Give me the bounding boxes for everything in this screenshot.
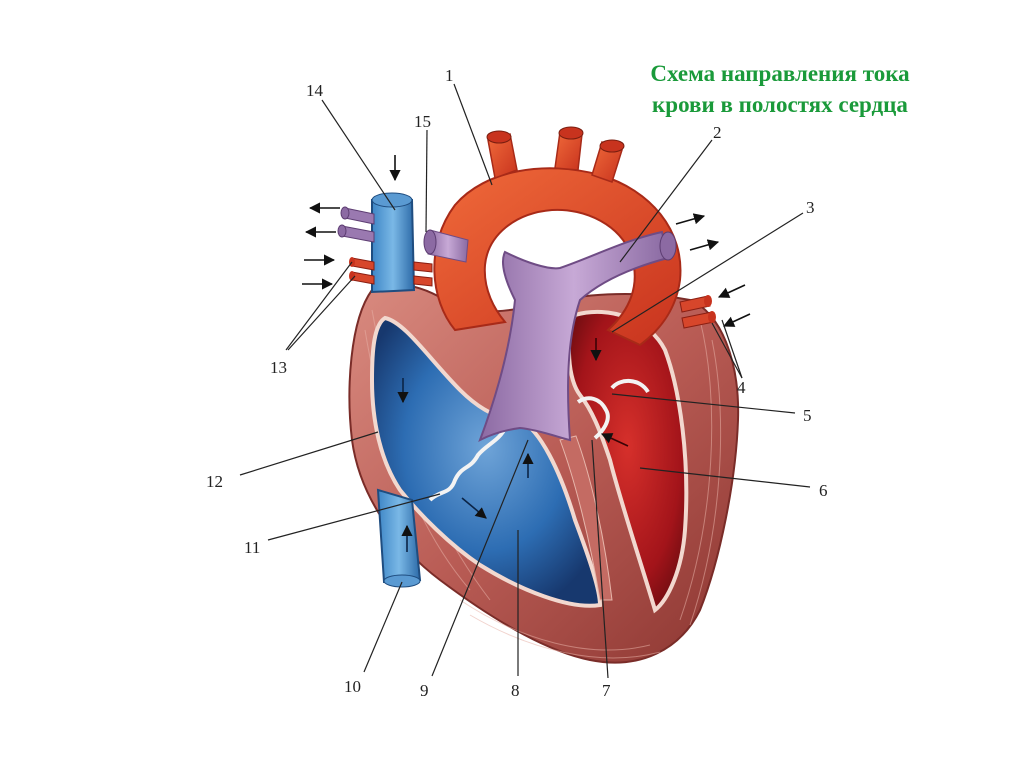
pulmonary-left-opening: [423, 229, 437, 255]
aorta-branch-2-opening: [558, 126, 584, 140]
pulmonary-veins-right-red: [679, 295, 716, 329]
interventricular-septum: [559, 435, 613, 601]
flow-arrows: [302, 155, 751, 552]
inferior-vena-cava-opening: [383, 574, 421, 588]
pulmonary-artery-right-opening: [659, 231, 677, 261]
label-14: 14: [306, 81, 324, 100]
label-7: 7: [602, 681, 611, 700]
label-11: 11: [244, 538, 260, 557]
leader-lines: [239, 83, 811, 679]
label-2: 2: [713, 123, 722, 142]
label-9: 9: [420, 681, 429, 700]
label-6: 6: [819, 481, 828, 500]
label-15: 15: [414, 112, 431, 131]
right-heart-cavity: [369, 315, 603, 608]
aorta-branch-1-opening: [486, 130, 512, 144]
superior-vena-cava-opening: [371, 192, 413, 208]
label-4: 4: [737, 378, 746, 397]
pulmonary-trunk: [478, 230, 670, 443]
label-8: 8: [511, 681, 520, 700]
label-1: 1: [445, 66, 454, 85]
mitral-valve: [576, 396, 610, 440]
aorta: [433, 167, 682, 347]
label-3: 3: [806, 198, 815, 217]
slide-title: Схема направления тока крови в полостях …: [615, 58, 945, 120]
title-line-1: Схема направления тока: [650, 61, 910, 86]
left-heart-cavity: [566, 309, 689, 614]
aortic-valve: [610, 379, 650, 394]
label-12: 12: [206, 472, 223, 491]
pulmonary-veins-left-purple: [337, 206, 375, 243]
superior-vena-cava: [371, 199, 416, 294]
label-10: 10: [344, 677, 361, 696]
pulmonary-veins-left-red: [349, 257, 433, 287]
label-13: 13: [270, 358, 287, 377]
title-line-2: крови в полостях сердца: [652, 92, 908, 117]
aorta-branch-3-opening: [599, 139, 625, 153]
label-5: 5: [803, 406, 812, 425]
